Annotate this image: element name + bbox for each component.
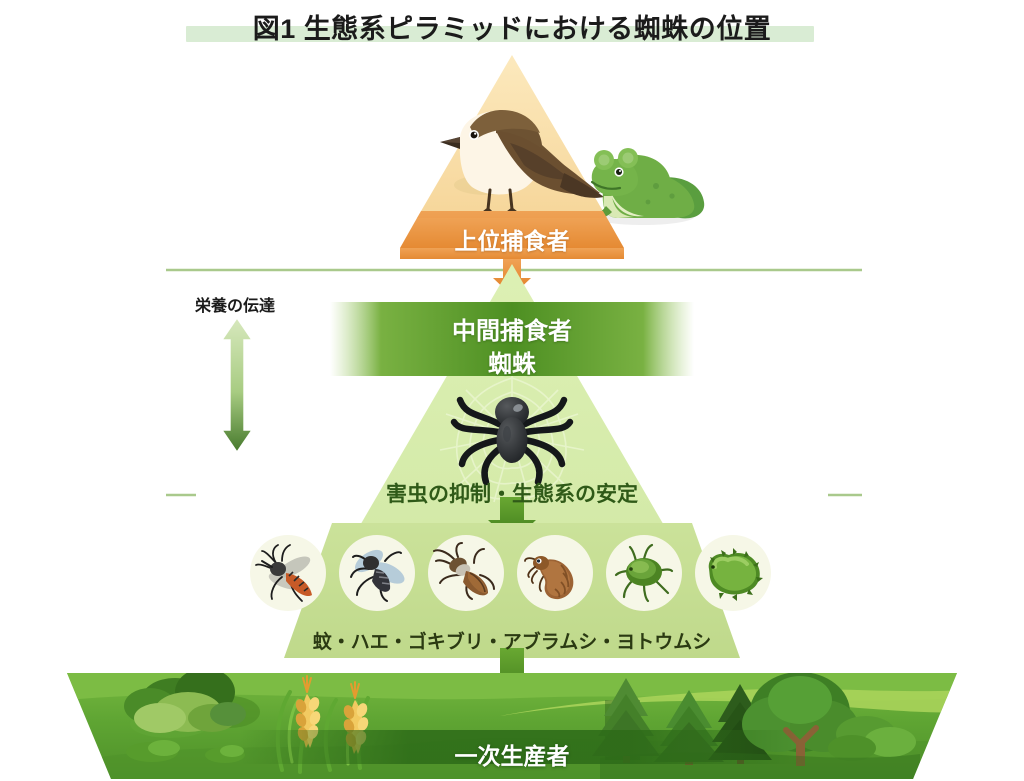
mosquito-icon bbox=[255, 544, 312, 602]
fly-icon bbox=[350, 549, 405, 602]
tier-producer[interactable] bbox=[67, 606, 960, 781]
title-highlight-band bbox=[186, 26, 814, 42]
tier-prey[interactable] bbox=[250, 523, 771, 658]
nutrient-transfer-label: 栄養の伝達 bbox=[194, 298, 275, 315]
tree-cluster-left bbox=[124, 673, 246, 733]
tier-label-apex-predator: 上位捕食者 bbox=[454, 228, 570, 254]
frog-icon bbox=[590, 148, 705, 225]
armyworm-icon bbox=[708, 548, 763, 601]
tier-label-spider: 蜘蛛 bbox=[488, 351, 536, 378]
page-title: 図1 生態系ピラミッドにおける蜘蛛の位置 bbox=[252, 13, 772, 44]
tier-apex[interactable] bbox=[400, 55, 705, 259]
benefit-note: 害虫の抑制・生態系の安定 bbox=[386, 483, 638, 506]
nutrient-transfer-arrow bbox=[220, 316, 254, 454]
spider-icon bbox=[450, 396, 574, 486]
cockroach-icon bbox=[433, 542, 495, 600]
tier-mid[interactable] bbox=[330, 264, 694, 577]
tier-label-primary-producer: 一次生産者 bbox=[454, 743, 570, 769]
aphid-icon bbox=[614, 543, 674, 603]
tier-label-prey-insects: 蚊・ハエ・ゴキブリ・アブラムシ・ヨトウムシ bbox=[312, 632, 712, 653]
figure-title: 図1 生態系ピラミッドにおける蜘蛛の位置 bbox=[0, 2, 1024, 50]
bird-icon bbox=[440, 110, 604, 220]
larva-icon bbox=[524, 556, 574, 600]
tier-label-mid-predator: 中間捕食者 bbox=[452, 318, 572, 345]
